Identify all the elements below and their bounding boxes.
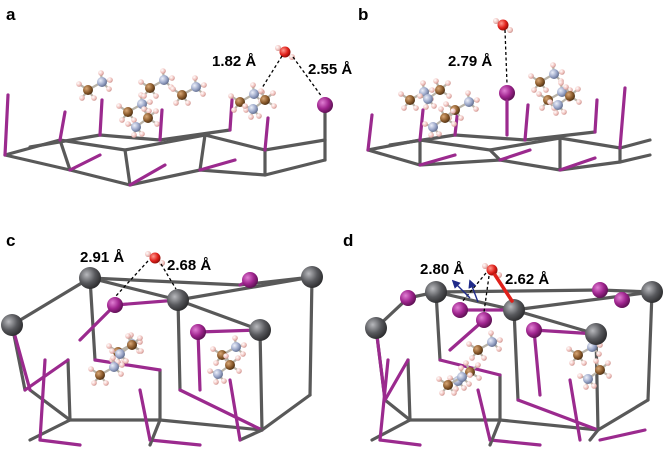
metal-atom-a (317, 97, 333, 113)
cations-c (87, 331, 248, 387)
distance-d-1: 2.80 Å (420, 261, 464, 278)
distance-a-1: 1.82 Å (212, 53, 256, 70)
panel-label-c: c (6, 231, 15, 250)
water-b (491, 16, 515, 35)
hbond-b-1 (504, 29, 508, 85)
arrow-d-1 (451, 279, 471, 299)
panel-b: b 2.79 Å (358, 5, 652, 172)
water-a (273, 43, 297, 62)
hbond-a-1 (261, 55, 283, 89)
metal-atoms-c (1, 266, 323, 341)
panel-label-d: d (343, 231, 353, 250)
distance-c-2: 2.68 Å (167, 257, 211, 274)
distance-d-2: 2.62 Å (505, 271, 549, 288)
framework-c (10, 275, 314, 447)
distance-c-1: 2.91 Å (80, 249, 124, 266)
metal-atoms-d (365, 281, 663, 345)
cations-b (397, 61, 583, 139)
framework-d (370, 288, 654, 447)
panel-a: a 1.82 Å 2.55 Å (3, 5, 352, 187)
cations-a (75, 67, 278, 139)
panel-label-a: a (6, 5, 16, 24)
hbond-c-1 (114, 260, 149, 298)
hbond-d-2 (483, 275, 490, 313)
framework-a (3, 93, 327, 187)
water-c (143, 249, 167, 268)
distance-b-1: 2.79 Å (448, 53, 492, 70)
panel-d: d (343, 231, 663, 447)
hbond-c-2 (160, 263, 177, 290)
hbond-a-2 (292, 56, 323, 98)
arrow-d-2 (468, 279, 479, 303)
bond-d-red (493, 273, 514, 303)
panel-label-b: b (358, 5, 368, 24)
distance-a-2: 2.55 Å (308, 61, 352, 78)
water-d (480, 261, 504, 280)
panel-c: c (1, 231, 323, 447)
framework-b (366, 86, 652, 172)
metal-atom-b (499, 85, 515, 101)
